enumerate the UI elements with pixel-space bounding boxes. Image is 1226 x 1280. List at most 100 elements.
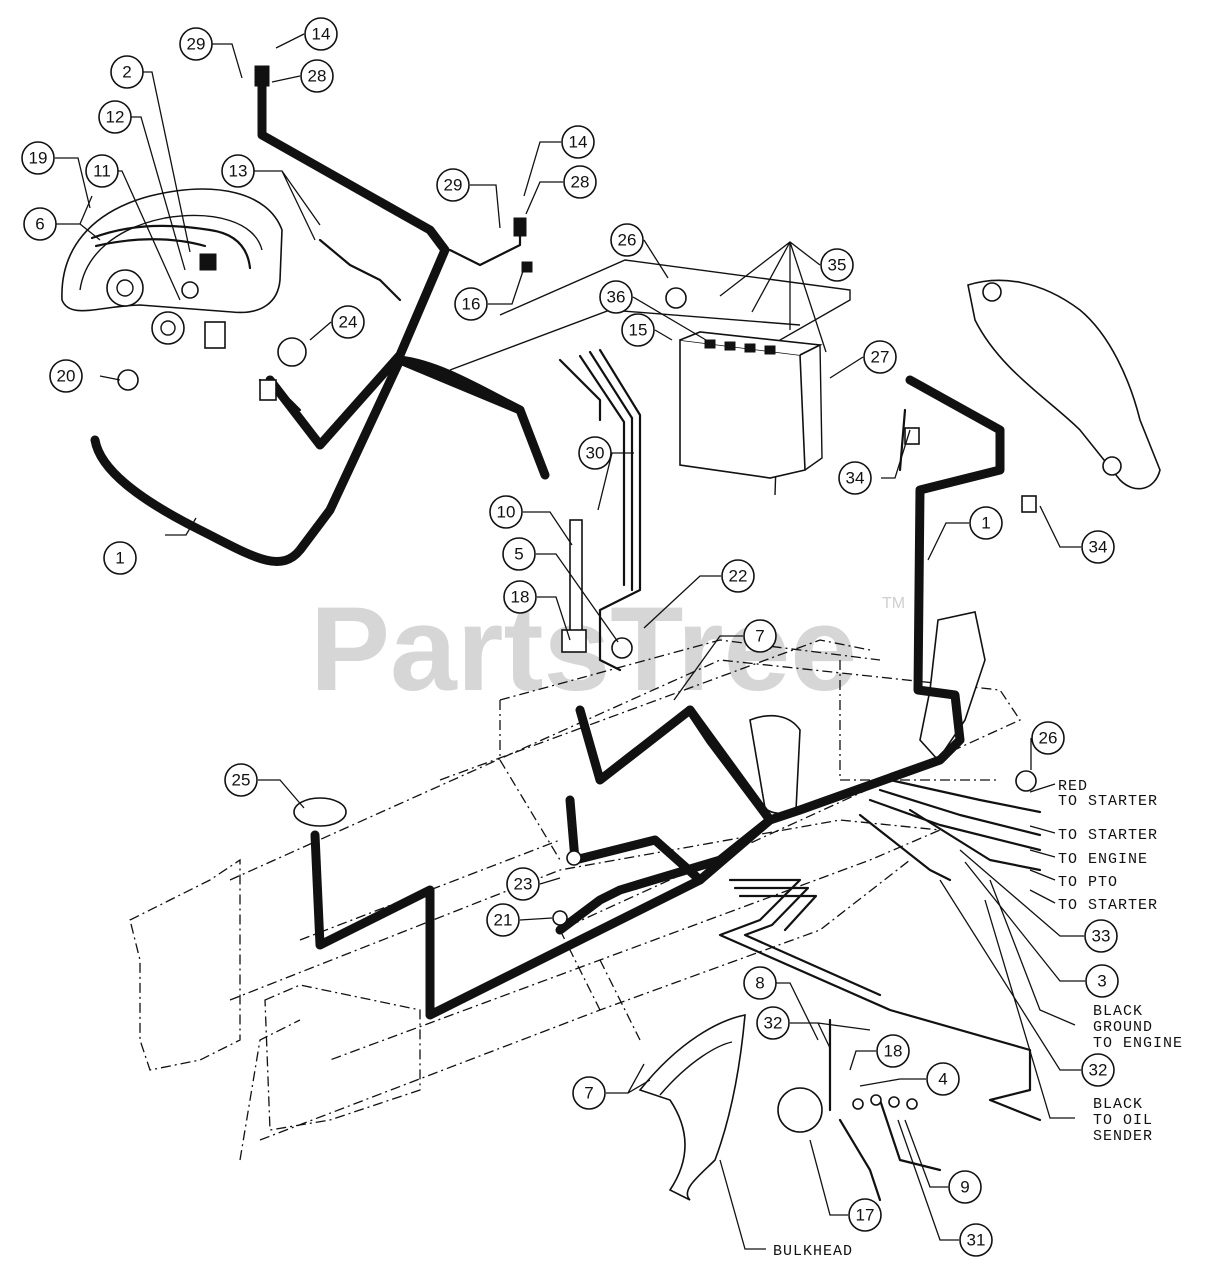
callout-35: 35 bbox=[820, 248, 854, 282]
svg-text:33: 33 bbox=[1092, 927, 1111, 946]
note-sender: SENDER bbox=[1093, 1128, 1153, 1145]
dash-console bbox=[61, 188, 283, 349]
callout-7-mid: 7 bbox=[743, 619, 777, 653]
callout-32-left: 32 bbox=[756, 1006, 790, 1040]
callout-3: 3 bbox=[1085, 964, 1119, 998]
callout-29-mid: 29 bbox=[436, 168, 470, 202]
note-to-starter-b: TO STARTER bbox=[1058, 897, 1158, 914]
note-bulkhead: BULKHEAD bbox=[773, 1243, 853, 1260]
svg-text:14: 14 bbox=[569, 133, 588, 152]
svg-text:15: 15 bbox=[629, 321, 648, 340]
watermark-trademark: TM bbox=[882, 595, 905, 612]
callout-14-mid: 14 bbox=[561, 125, 595, 159]
callout-26-top: 26 bbox=[610, 223, 644, 257]
note-red-to-starter: TO STARTER bbox=[1058, 793, 1158, 810]
callout-19: 19 bbox=[21, 141, 55, 175]
note-ground-to-engine: TO ENGINE bbox=[1093, 1035, 1183, 1052]
callout-28-top: 28 bbox=[300, 59, 334, 93]
callout-9: 9 bbox=[948, 1170, 982, 1204]
svg-text:19: 19 bbox=[29, 149, 48, 168]
callout-28-mid: 28 bbox=[563, 165, 597, 199]
svg-text:30: 30 bbox=[586, 444, 605, 463]
svg-text:2: 2 bbox=[122, 63, 131, 82]
svg-text:32: 32 bbox=[1089, 1061, 1108, 1080]
svg-text:28: 28 bbox=[308, 67, 327, 86]
callout-24: 24 bbox=[331, 305, 365, 339]
svg-text:17: 17 bbox=[856, 1206, 875, 1225]
svg-text:16: 16 bbox=[462, 295, 481, 314]
svg-text:3: 3 bbox=[1097, 972, 1106, 991]
callout-1-left: 1 bbox=[103, 541, 137, 575]
note-to-engine: TO ENGINE bbox=[1058, 851, 1148, 868]
callout-4: 4 bbox=[926, 1062, 960, 1096]
thin-wires bbox=[258, 218, 1042, 1202]
note-red: RED bbox=[1058, 778, 1088, 795]
callout-33: 33 bbox=[1084, 919, 1118, 953]
svg-text:31: 31 bbox=[967, 1231, 986, 1250]
svg-text:1: 1 bbox=[981, 514, 990, 533]
note-ground: GROUND bbox=[1093, 1019, 1153, 1036]
wire-harnesses bbox=[90, 75, 1005, 1020]
note-black-oil: BLACK bbox=[1093, 1096, 1143, 1113]
svg-text:25: 25 bbox=[232, 771, 251, 790]
small-parts bbox=[117, 65, 1161, 1133]
callout-11: 11 bbox=[85, 154, 119, 188]
callout-27: 27 bbox=[863, 340, 897, 374]
callout-2: 2 bbox=[110, 55, 144, 89]
callout-31: 31 bbox=[959, 1223, 993, 1257]
callout-17: 17 bbox=[848, 1198, 882, 1232]
svg-text:34: 34 bbox=[1089, 538, 1108, 557]
svg-text:24: 24 bbox=[339, 313, 358, 332]
callout-25: 25 bbox=[224, 763, 258, 797]
svg-text:13: 13 bbox=[229, 162, 248, 181]
callout-10: 10 bbox=[489, 495, 523, 529]
battery bbox=[449, 259, 1037, 792]
svg-text:34: 34 bbox=[846, 469, 865, 488]
chassis-frame bbox=[129, 611, 1021, 1201]
svg-text:27: 27 bbox=[871, 348, 890, 367]
callout-12: 12 bbox=[98, 100, 132, 134]
svg-text:7: 7 bbox=[755, 627, 764, 646]
svg-text:23: 23 bbox=[514, 875, 533, 894]
note-black-ground: BLACK bbox=[1093, 1003, 1143, 1020]
callout-34-right: 34 bbox=[1081, 530, 1115, 564]
svg-text:11: 11 bbox=[93, 162, 111, 181]
svg-text:32: 32 bbox=[764, 1014, 783, 1033]
note-to-starter-a: TO STARTER bbox=[1058, 827, 1158, 844]
callout-29-top: 29 bbox=[179, 27, 213, 61]
callout-26-right: 26 bbox=[1031, 721, 1065, 755]
callout-18-mid: 18 bbox=[503, 580, 537, 614]
callout-7-low: 7 bbox=[572, 1076, 606, 1110]
svg-text:4: 4 bbox=[938, 1070, 947, 1089]
callout-21: 21 bbox=[486, 903, 520, 937]
callout-18-low: 18 bbox=[876, 1034, 910, 1068]
svg-text:1: 1 bbox=[115, 549, 124, 568]
callout-34-left: 34 bbox=[838, 461, 872, 495]
svg-text:8: 8 bbox=[755, 974, 764, 993]
wire-notes: RED TO STARTER TO STARTER TO ENGINE TO P… bbox=[773, 778, 1183, 1260]
svg-text:36: 36 bbox=[607, 288, 626, 307]
callout-22: 22 bbox=[721, 559, 755, 593]
svg-text:18: 18 bbox=[884, 1042, 903, 1061]
svg-text:26: 26 bbox=[618, 231, 637, 250]
note-to-pto: TO PTO bbox=[1058, 874, 1118, 891]
svg-text:35: 35 bbox=[828, 256, 847, 275]
callout-30: 30 bbox=[578, 436, 612, 470]
callout-16: 16 bbox=[454, 287, 488, 321]
svg-text:21: 21 bbox=[494, 911, 513, 930]
callout-14-top: 14 bbox=[304, 17, 338, 51]
callout-23: 23 bbox=[506, 867, 540, 901]
svg-text:29: 29 bbox=[187, 35, 206, 54]
callout-13: 13 bbox=[221, 154, 255, 188]
callout-32-right: 32 bbox=[1081, 1053, 1115, 1087]
svg-text:26: 26 bbox=[1039, 729, 1058, 748]
svg-text:7: 7 bbox=[584, 1084, 593, 1103]
svg-text:22: 22 bbox=[729, 567, 748, 586]
callout-1-right: 1 bbox=[969, 506, 1003, 540]
svg-text:12: 12 bbox=[106, 108, 125, 127]
callout-15: 15 bbox=[621, 313, 655, 347]
svg-text:28: 28 bbox=[571, 173, 590, 192]
svg-text:14: 14 bbox=[312, 25, 331, 44]
svg-text:5: 5 bbox=[514, 545, 523, 564]
